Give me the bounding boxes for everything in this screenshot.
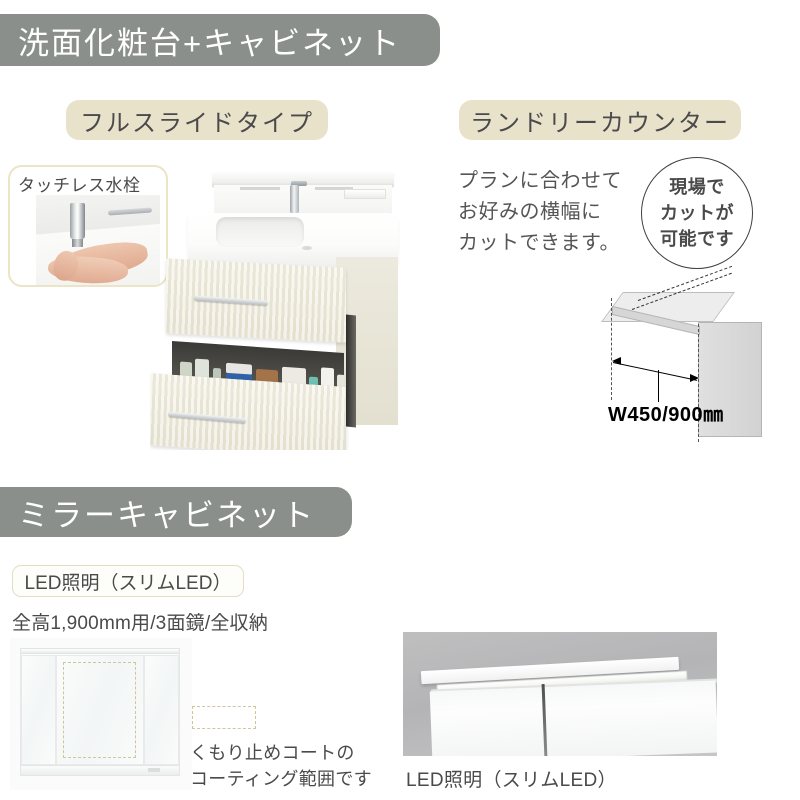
vanity-basin	[216, 217, 304, 247]
laundry-desc-line: お好みの横幅に	[458, 201, 602, 223]
touchless-faucet-photo	[36, 195, 160, 285]
mirror-door-right	[144, 655, 179, 765]
faucet-neck-icon	[291, 181, 307, 186]
arrow-head-right-icon	[690, 374, 699, 382]
anti-fog-coating-area	[63, 662, 136, 758]
mirror-cabinet-section-banner: ミラーキャビネット	[0, 487, 352, 537]
vanity-rail-right	[315, 187, 353, 190]
anti-fog-legend-line: くもり止めコートの	[190, 743, 355, 763]
mirror-cabinet-doors	[429, 680, 717, 756]
mirror-cabinet-top-strip	[20, 648, 180, 654]
cut-badge-line: カットが	[660, 203, 734, 223]
touchless-faucet-caption: タッチレス水栓	[18, 176, 141, 195]
led-photo-caption: LED照明（スリムLED）	[406, 770, 617, 791]
mirror-door-left	[21, 655, 56, 765]
drawer-item	[226, 362, 252, 375]
counter-dimension-guide-left	[611, 298, 612, 400]
anti-fog-legend-text: くもり止めコートの コーティング範囲です	[190, 740, 372, 792]
vanity-section-banner: 洗面化粧台+キャビネット	[0, 14, 440, 66]
mirror-led-label: LED照明（スリムLED）	[12, 565, 244, 597]
full-slide-type-label: フルスライドタイプ	[66, 100, 328, 140]
mirror-cabinet-base	[20, 765, 180, 776]
laundry-desc-line: プランに合わせて	[458, 170, 622, 192]
onsite-cut-badge: 現場で カットが 可能です	[641, 157, 753, 269]
faucet-bar-icon	[107, 207, 153, 216]
cut-badge-line: 現場で	[669, 177, 725, 197]
anti-fog-legend-line: コーティング範囲です	[190, 769, 372, 789]
vanity-rail-left	[240, 187, 280, 190]
vanity-lower-drawer	[150, 373, 346, 450]
arrow-head-left-icon	[612, 357, 621, 365]
counter-dimension-guide-right	[698, 324, 699, 442]
touchless-faucet-card: タッチレス水栓	[8, 165, 168, 287]
laundry-desc-line: カットできます。	[458, 232, 620, 254]
cut-badge-line: 可能です	[660, 229, 734, 249]
laundry-counter-diagram: W450/900㎜	[570, 262, 800, 442]
faucet-spout-icon	[70, 203, 85, 239]
counter-dimension-arrow	[612, 362, 698, 381]
vanity-control-panel	[344, 189, 386, 199]
laundry-counter-label: ランドリーカウンター	[459, 100, 741, 140]
counter-width-label: W450/900㎜	[608, 404, 724, 426]
mirror-door-center	[56, 655, 144, 765]
mirror-cabinet-spec: 全高1,900mm用/3面鏡/全収納	[12, 613, 268, 634]
faucet-spout-tip-icon	[72, 239, 83, 247]
laundry-counter-description: プランに合わせて お好みの横幅に カットできます。	[458, 166, 622, 259]
faucet-body-icon	[290, 185, 299, 213]
vanity-drain-icon	[302, 246, 312, 250]
counter-label-leader-line	[658, 370, 659, 402]
vanity-slide-rail	[346, 314, 356, 428]
vanity-cabinet-photo	[150, 165, 412, 450]
anti-fog-legend-swatch	[192, 706, 256, 729]
mirror-cabinet-illustration	[10, 638, 192, 790]
counter-side-panel	[698, 322, 762, 437]
mirror-cabinet-switch-icon	[148, 768, 160, 772]
vanity-backsplash	[212, 171, 394, 187]
led-lighting-photo	[403, 632, 717, 756]
